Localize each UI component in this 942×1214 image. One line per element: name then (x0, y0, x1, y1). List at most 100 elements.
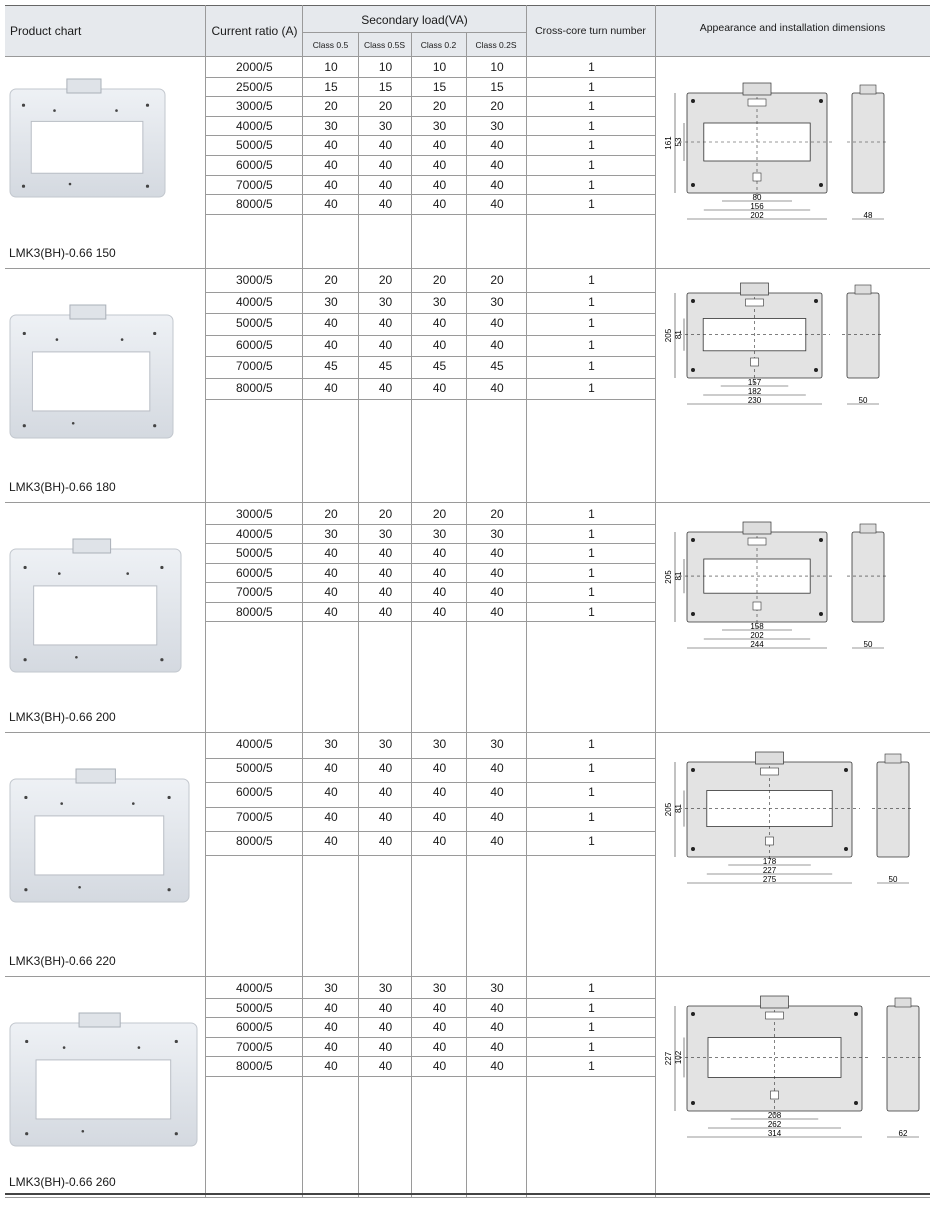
secondary-load-cell: 40 (490, 337, 504, 352)
current-ratio-cell: 7000/5 (236, 177, 273, 192)
product-model-label: LMK3(BH)-0.66 180 (9, 480, 116, 494)
dim-holes: 157 (748, 378, 762, 387)
cross-core-cell: 1 (588, 1059, 595, 1074)
secondary-load-cell: 40 (432, 604, 447, 619)
secondary-load-cell: 30 (324, 981, 338, 995)
secondary-load-cell: 40 (490, 1020, 504, 1035)
secondary-load-cell: 40 (490, 138, 504, 153)
secondary-load-cell: 40 (324, 1020, 338, 1035)
secondary-load-cell: 30 (432, 981, 447, 995)
secondary-load-cell: 30 (490, 294, 504, 309)
secondary-load-cell: 10 (432, 60, 447, 74)
secondary-load-cell: 40 (432, 1039, 447, 1054)
dimension-drawing: 205 81 178 227 275 50 (662, 742, 932, 902)
dim-width: 314 (768, 1129, 782, 1138)
secondary-load-cell: 45 (432, 359, 447, 373)
secondary-load-cell: 40 (378, 546, 393, 560)
secondary-load-cell: 40 (324, 316, 338, 330)
dim-window: 53 (674, 137, 683, 146)
secondary-load-cell: 10 (324, 60, 338, 74)
secondary-load-cell: 40 (378, 197, 393, 212)
secondary-load-cell: 45 (378, 359, 393, 373)
secondary-load-cell: 30 (432, 526, 447, 541)
secondary-load-cell: 20 (432, 273, 447, 287)
secondary-load-cell: 20 (490, 273, 504, 287)
secondary-load-cell: 30 (378, 737, 393, 751)
secondary-load-cell: 20 (432, 507, 447, 521)
dim-width: 230 (748, 396, 762, 405)
cross-core-cell: 1 (588, 380, 595, 395)
secondary-load-cell: 30 (324, 294, 338, 309)
secondary-load-cell: 40 (378, 138, 393, 153)
secondary-load-cell: 30 (378, 294, 393, 309)
dim-window: 81 (674, 571, 683, 580)
cross-core-cell: 1 (588, 60, 595, 74)
current-ratio-cell: 4000/5 (236, 118, 273, 133)
cross-core-cell: 1 (588, 507, 595, 521)
current-ratio-cell: 2000/5 (236, 60, 273, 74)
secondary-load-cell: 40 (490, 177, 504, 192)
secondary-load-cell: 40 (432, 585, 447, 599)
cross-core-cell: 1 (588, 197, 595, 212)
secondary-load-cell: 40 (378, 337, 393, 352)
current-ratio-cell: 3000/5 (236, 273, 273, 287)
secondary-load-cell: 10 (378, 60, 393, 74)
secondary-load-cell: 40 (490, 1039, 504, 1054)
cross-core-cell: 1 (588, 1039, 595, 1054)
secondary-load-cell: 40 (378, 1020, 393, 1035)
header-class-0-2s: Class 0.2S (475, 39, 517, 50)
dim-holes: 178 (763, 857, 777, 866)
cross-core-cell: 1 (588, 761, 595, 776)
secondary-load-cell: 40 (378, 761, 393, 776)
secondary-load-cell: 40 (378, 785, 393, 800)
cross-core-cell: 1 (588, 565, 595, 580)
secondary-load-cell: 40 (432, 197, 447, 212)
dim-inner: 227 (763, 866, 777, 875)
secondary-load-cell: 40 (324, 380, 338, 395)
secondary-load-cell: 40 (324, 546, 338, 560)
secondary-load-cell: 20 (490, 99, 504, 114)
secondary-load-cell: 40 (324, 158, 338, 172)
table-header: Product chart Current ratio (A) Secondar… (5, 5, 930, 57)
secondary-load-cell: 20 (378, 99, 393, 114)
dimension-drawing: 227 102 208 262 314 62 (662, 986, 932, 1156)
dim-inner: 182 (748, 387, 762, 396)
current-ratio-cell: 8000/5 (236, 1059, 273, 1074)
cross-core-cell: 1 (588, 546, 595, 560)
secondary-load-cell: 40 (432, 809, 447, 824)
header-current-ratio: Current ratio (A) (211, 24, 298, 38)
current-ratio-cell: 5000/5 (236, 138, 273, 153)
secondary-load-cell: 15 (324, 79, 338, 94)
secondary-load-cell: 40 (324, 1000, 338, 1015)
current-ratio-cell: 3000/5 (236, 99, 273, 114)
dim-window: 102 (674, 1050, 683, 1064)
secondary-load-cell: 30 (378, 118, 393, 133)
secondary-load-cell: 40 (490, 380, 504, 395)
current-ratio-cell: 3000/5 (236, 507, 273, 521)
product-model-label: LMK3(BH)-0.66 220 (9, 954, 116, 968)
secondary-load-cell: 40 (378, 809, 393, 824)
dim-height: 205 (664, 570, 673, 584)
secondary-load-cell: 40 (378, 316, 393, 330)
cross-core-cell: 1 (588, 833, 595, 848)
secondary-load-cell: 40 (378, 158, 393, 172)
secondary-load-cell: 30 (490, 981, 504, 995)
dim-width: 202 (750, 211, 764, 220)
dim-window: 81 (674, 330, 683, 339)
current-ratio-cell: 7000/5 (236, 359, 273, 373)
current-ratio-cell: 5000/5 (236, 1000, 273, 1015)
secondary-load-cell: 30 (490, 526, 504, 541)
secondary-load-cell: 30 (378, 981, 393, 995)
secondary-load-cell: 30 (324, 737, 338, 751)
dim-width: 275 (763, 875, 777, 884)
dim-holes: 208 (768, 1111, 782, 1120)
cross-core-cell: 1 (588, 981, 595, 995)
secondary-load-cell: 40 (490, 158, 504, 172)
secondary-load-cell: 40 (432, 337, 447, 352)
product-model-label: LMK3(BH)-0.66 260 (9, 1175, 116, 1189)
table-bottom-rule (5, 1193, 930, 1195)
header-secondary-load: Secondary load(VA) (361, 12, 468, 27)
header-cross-core: Cross-core turn number (535, 25, 646, 37)
